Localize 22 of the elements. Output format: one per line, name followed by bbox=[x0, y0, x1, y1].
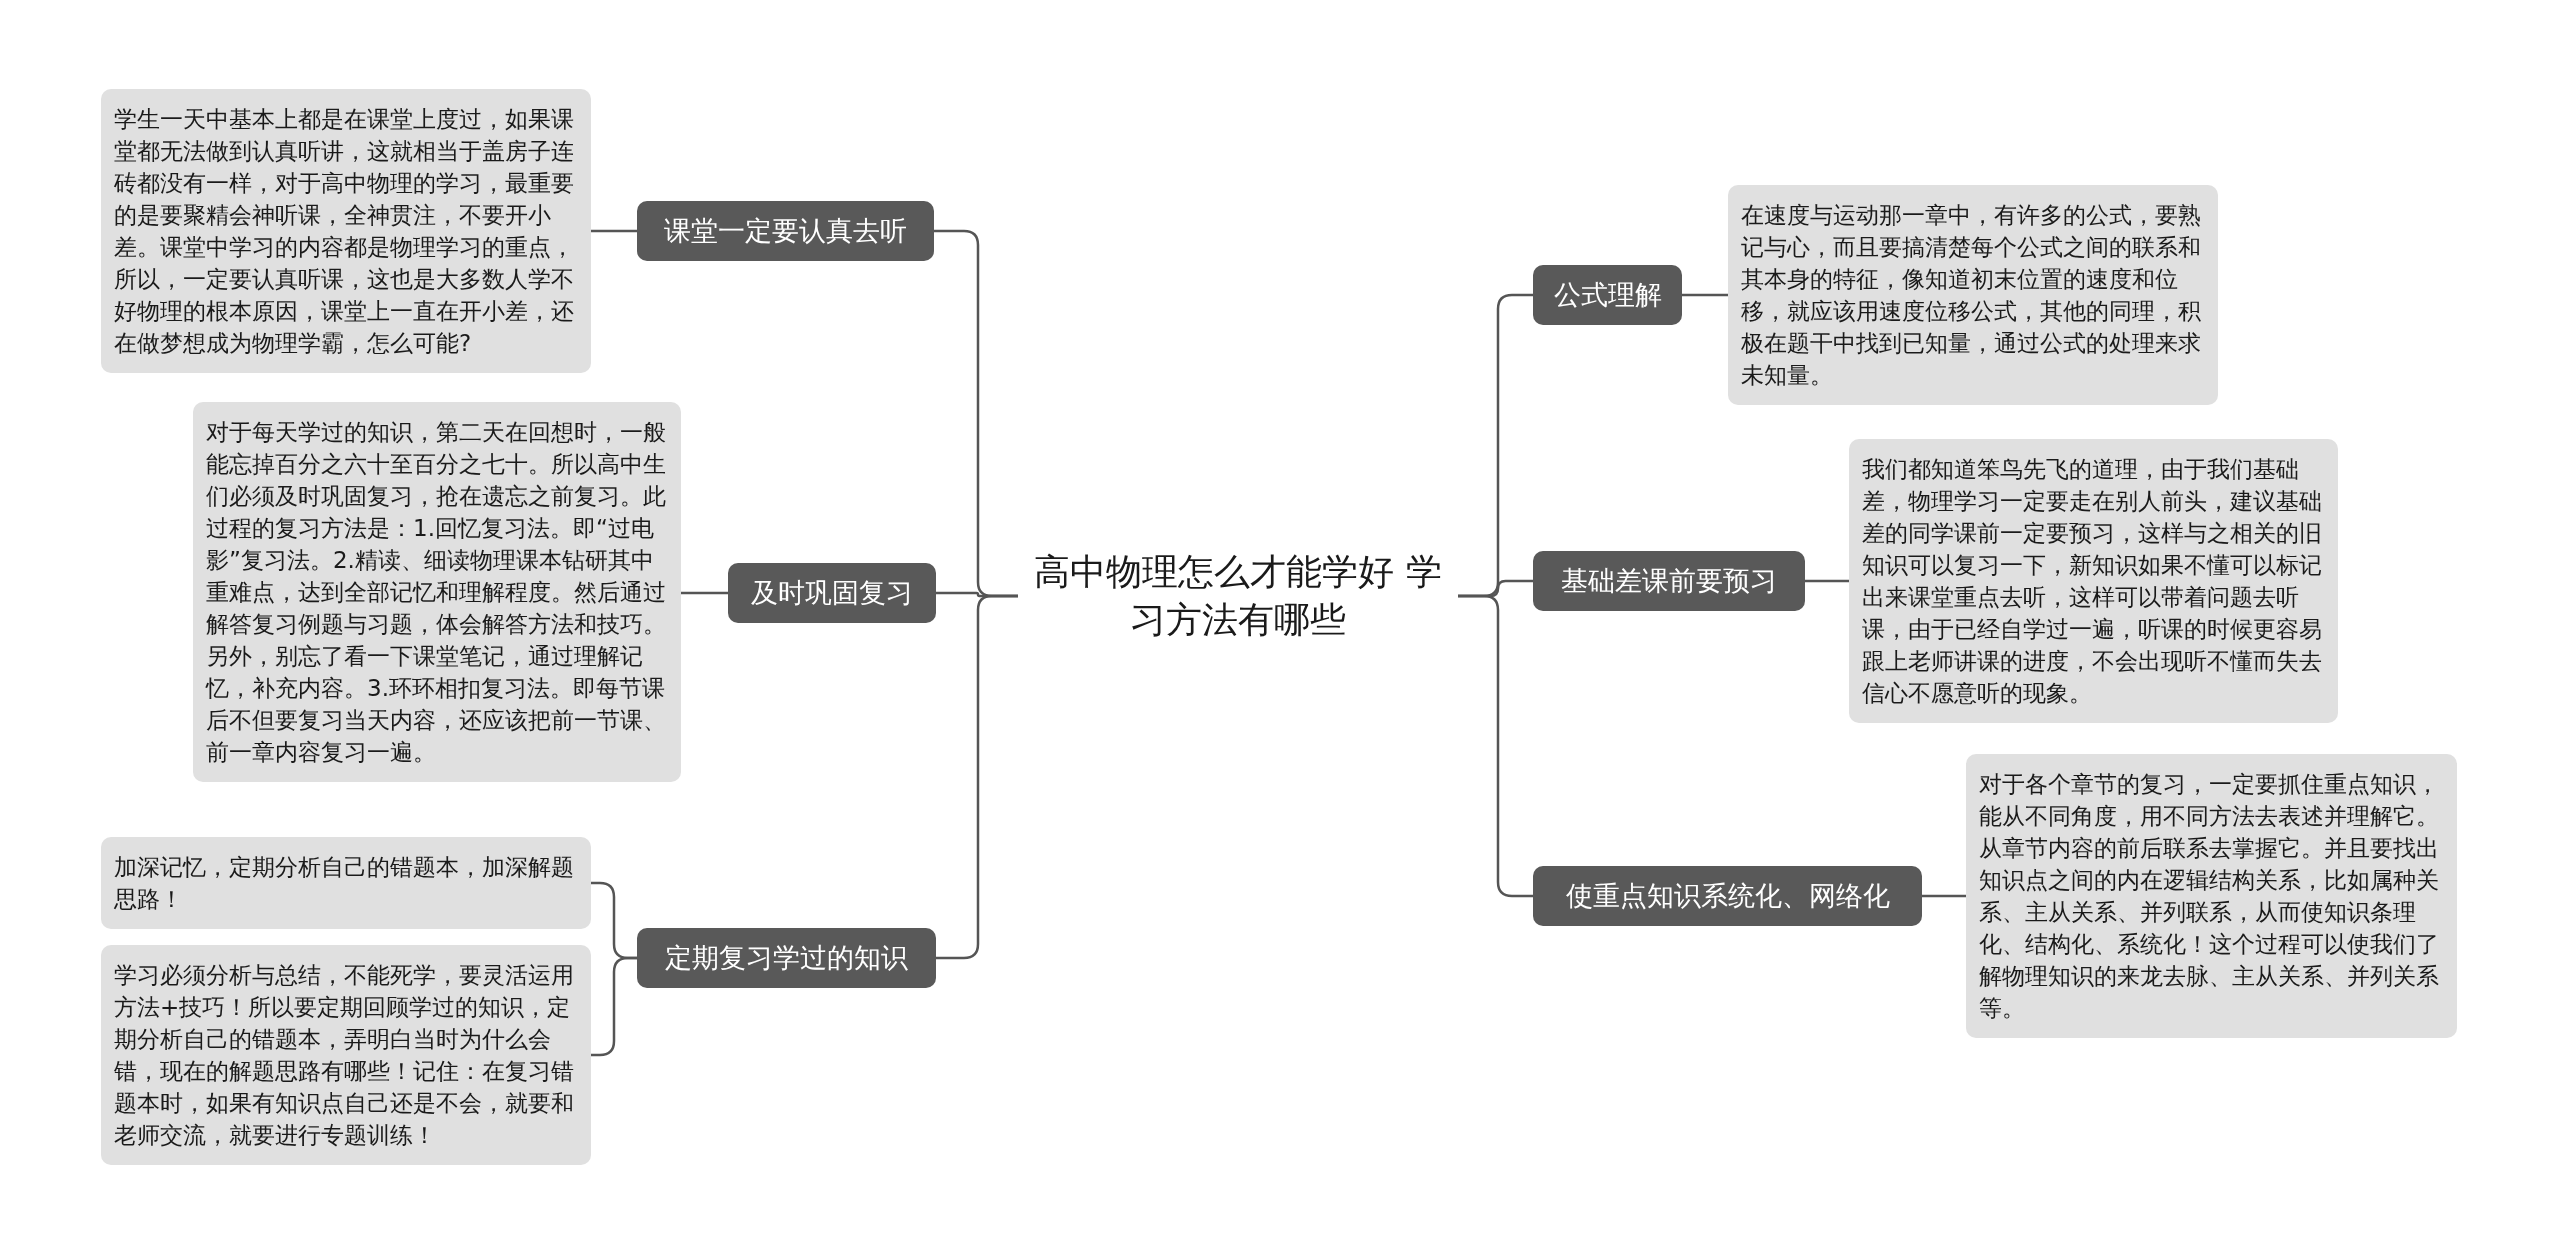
connector-line bbox=[1458, 594, 1533, 898]
note-card: 对于各个章节的复习，一定要抓住重点知识，能从不同角度，用不同方法去表述并理解它。从章节内容的前后联系去掌握它。并且要找出知识点之间的内在逻辑结构关系，比如属种关系、主从关系、并列联系，从而使知识条理化、结构化、系统化！这个过程可以使我们了解物理知识的来龙去脉、主从关系、并列关系等。 bbox=[1966, 754, 2457, 1038]
branch-topic: 公式理解 bbox=[1533, 265, 1682, 325]
branch-topic: 定期复习学过的知识 bbox=[637, 928, 936, 988]
central-topic: 高中物理怎么才能学好 学习方法有哪些 bbox=[1018, 536, 1458, 656]
connector-line bbox=[1922, 894, 1966, 898]
note-card: 我们都知道笨鸟先飞的道理，由于我们基础差，物理学习一定要走在别人前头，建议基础差的同学课前一定要预习，这样与之相关的旧知识可以复习一下，新知识如果不懂可以标记出来课堂重点去听，这样可以带着问题去听课，由于已经自学过一遍，听课的时候更容易跟上老师讲课的进度，不会出现听不懂而失去信心不愿意听的现象。 bbox=[1849, 439, 2338, 723]
note-card: 对于每天学过的知识，第二天在回想时，一般能忘掉百分之六十至百分之七十。所以高中生们必须及时巩固复习，抢在遗忘之前复习。此过程的复习方法是：1.回忆复习法。即“过电影”复习法。2.精读、细读物理课本钻研其中重难点，达到全部记忆和理解程度。然后通过解答复习例题与习题，体会解答方法和技巧。另外，别忘了看一下课堂笔记，通过理解记忆，补充内容。3.环环相扣复习法。即每节课后不但要复习当天内容，还应该把前一节课、前一章内容复习一遍。 bbox=[193, 402, 681, 782]
note-card: 学习必须分析与总结，不能死学，要灵活运用方法+技巧！所以要定期回顾学过的知识，定期分析自己的错题本，弄明白当时为什么会错，现在的解题思路有哪些！记住：在复习错题本时，如果有知识点自己还是不会，就要和老师交流，就要进行专题训练！ bbox=[101, 945, 591, 1165]
connector-line bbox=[591, 956, 637, 1057]
note-card: 加深记忆，定期分析自己的错题本，加深解题思路！ bbox=[101, 837, 591, 929]
note-card: 学生一天中基本上都是在课堂上度过，如果课堂都无法做到认真听讲，这就相当于盖房子连砖都没有一样，对于高中物理的学习，最重要的是要聚精会神听课，全神贯注，不要开小差。课堂中学习的内容都是物理学习的重点，所以，一定要认真听课，这也是大多数人学不好物理的根本原因，课堂上一直在开小差，还在做梦想成为物理学霸，怎么可能? bbox=[101, 89, 591, 373]
branch-topic: 及时巩固复习 bbox=[728, 563, 936, 623]
connector-line bbox=[1805, 579, 1849, 583]
branch-topic: 课堂一定要认真去听 bbox=[637, 201, 934, 261]
connector-line bbox=[936, 594, 1018, 960]
branch-topic: 基础差课前要预习 bbox=[1533, 551, 1805, 611]
connector-line bbox=[591, 229, 637, 233]
connector-line bbox=[681, 591, 728, 595]
connector-line bbox=[1682, 293, 1728, 297]
branch-topic: 使重点知识系统化、网络化 bbox=[1533, 866, 1922, 926]
note-card: 在速度与运动那一章中，有许多的公式，要熟记与心，而且要搞清楚每个公式之间的联系和其本身的特征，像知道初末位置的速度和位移，就应该用速度位移公式，其他的同理，积极在题干中找到已知量，通过公式的处理来求未知量。 bbox=[1728, 185, 2218, 405]
